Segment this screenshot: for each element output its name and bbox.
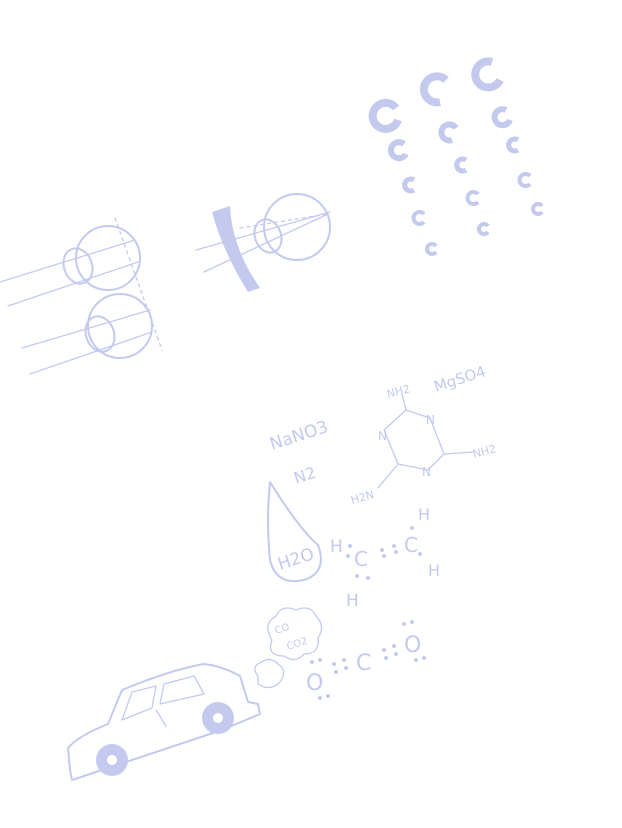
formula-nano3: NaNO3 (267, 417, 330, 455)
eye-diagram-lens (195, 193, 331, 292)
o-atom: O (404, 633, 421, 658)
nh2-label: NH2 (471, 442, 497, 461)
co2-label: CO2 (286, 636, 310, 653)
melamine-molecule: NH2 NH2 H2N N N N (349, 382, 497, 507)
exhaust-cloud: CO CO2 (254, 607, 323, 689)
h-atom: H (418, 505, 430, 524)
ethylene-lewis-structure: H C C H H H (330, 505, 440, 611)
o-atom: O (306, 671, 323, 696)
nh2-label: NH2 (385, 382, 411, 401)
c-atom: C (404, 533, 418, 557)
co2-lewis-structure: O C O (306, 620, 426, 700)
n-atom-label: N (378, 429, 387, 443)
n-atom-label: N (422, 465, 431, 479)
formula-mgso4: MgSO4 (432, 362, 488, 396)
landolt-rings-chart (368, 57, 544, 256)
h-atom: H (330, 537, 343, 557)
car (67, 663, 261, 781)
eye-diagram-left (0, 217, 163, 375)
n-atom-label: N (426, 413, 435, 427)
h2n-label: H2N (349, 488, 375, 507)
formula-n2: N2 (291, 463, 318, 488)
c-atom: C (354, 547, 368, 571)
co-label: CO (274, 622, 292, 637)
h-atom: H (428, 561, 440, 580)
c-atom: C (356, 651, 371, 676)
h2o-label: H2O (275, 544, 316, 574)
water-drop: H2O (267, 481, 322, 582)
chemistry-formulas: NaNO3 N2 MgSO4 (267, 362, 488, 488)
h-atom: H (346, 591, 359, 611)
